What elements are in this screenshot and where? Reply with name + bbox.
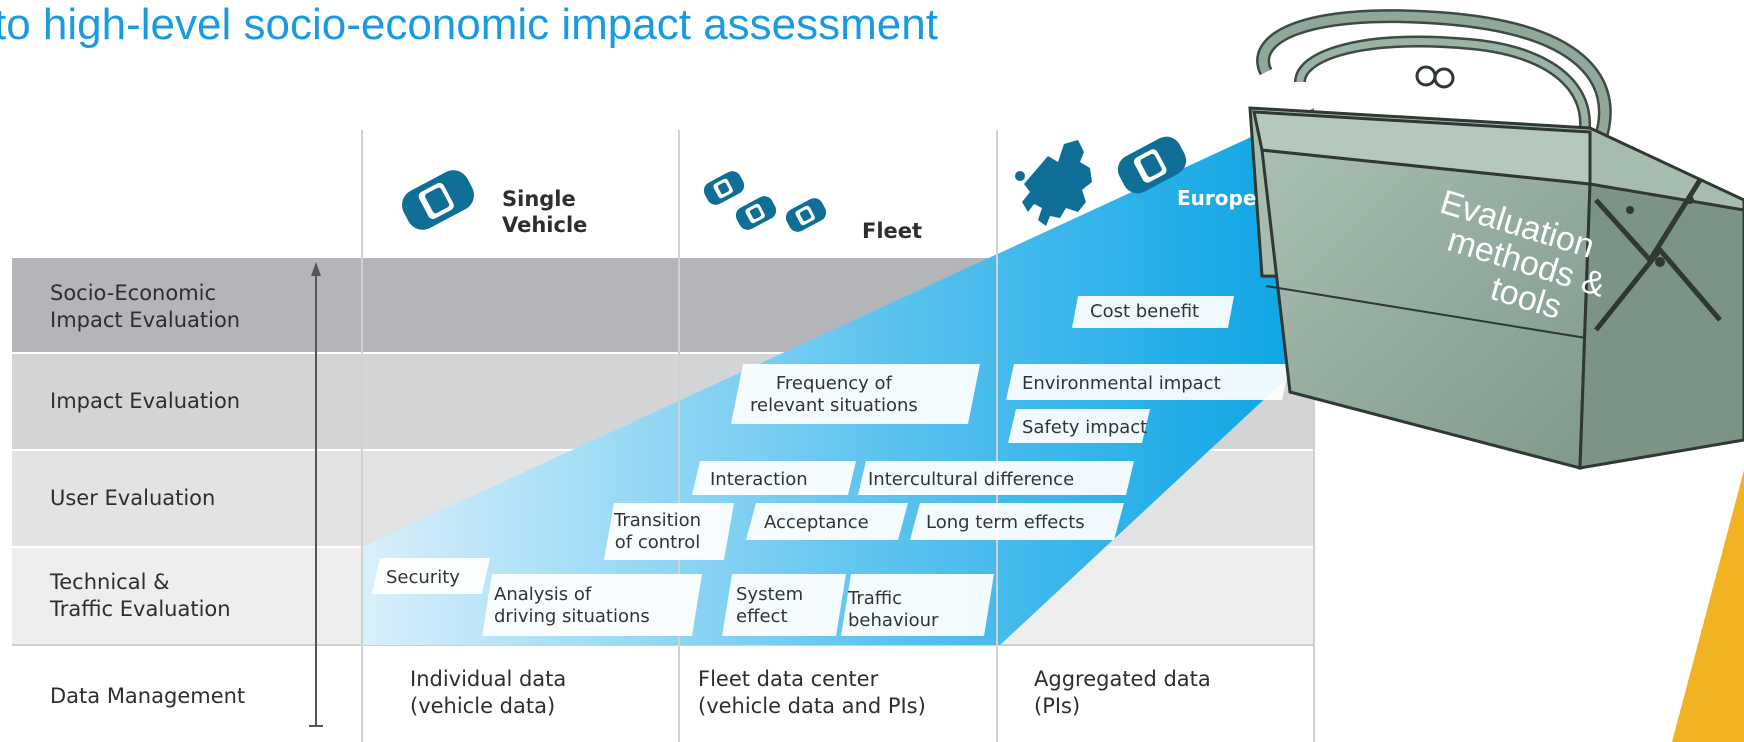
tag-long-term: Long term effects	[926, 512, 1085, 533]
accent-shape	[1672, 470, 1744, 742]
tag-intercultural: Intercultural difference	[868, 469, 1075, 490]
toolbox-icon	[1248, 9, 1744, 470]
page-title: to high-level socio-economic impact asse…	[0, 0, 938, 49]
tag-bg	[746, 503, 908, 540]
row-label-socio-economic: Socio-Economic Impact Evaluation	[50, 281, 241, 332]
row-label-technical: Technical & Traffic Evaluation	[50, 570, 231, 621]
tag-bg	[1006, 364, 1290, 400]
tag-bg	[482, 574, 702, 636]
data-individual: Individual data (vehicle data)	[410, 667, 567, 718]
tag-interaction: Interaction	[710, 469, 808, 490]
tag-cost-benefit: Cost benefit	[1090, 301, 1200, 322]
tag-bg	[1008, 409, 1150, 443]
tag-environmental: Environmental impact	[1022, 373, 1221, 394]
tag-transition: Transition of control	[614, 510, 702, 553]
tag-bg	[692, 461, 856, 495]
axis-arrowhead	[311, 262, 321, 276]
column-header-fleet: Fleet	[862, 219, 923, 243]
tag-safety: Safety impact	[1022, 417, 1148, 438]
fleet-cars-icon	[703, 171, 827, 232]
column-header-single-vehicle: Single Vehicle	[502, 187, 588, 237]
tag-bg	[722, 574, 846, 636]
row-label-data-management: Data Management	[50, 684, 246, 708]
tag-bg	[910, 503, 1124, 540]
tag-bg	[372, 558, 490, 594]
tag-bg	[604, 503, 734, 560]
tag-bg	[731, 364, 980, 424]
column-header-europe: Europe	[1177, 186, 1257, 210]
data-aggregated: Aggregated data (PIs)	[1034, 667, 1211, 718]
europe-map-car-icon	[1015, 136, 1187, 226]
tag-analysis: Analysis of driving situations	[494, 584, 650, 627]
tag-bg	[841, 574, 994, 636]
data-fleet-center: Fleet data center (vehicle data and PIs)	[698, 667, 926, 718]
tag-system-effect: System effect	[736, 584, 804, 627]
tag-bg	[858, 461, 1134, 495]
single-car-icon	[401, 170, 475, 230]
tag-security: Security	[386, 567, 460, 588]
row-label-impact: Impact Evaluation	[50, 389, 241, 413]
tag-traffic-behaviour: Traffic behaviour	[848, 588, 939, 631]
tag-acceptance: Acceptance	[764, 512, 869, 533]
tag-frequency: Frequency of relevant situations	[750, 373, 918, 416]
row-label-user: User Evaluation	[50, 486, 216, 510]
tag-bg	[1072, 296, 1234, 328]
